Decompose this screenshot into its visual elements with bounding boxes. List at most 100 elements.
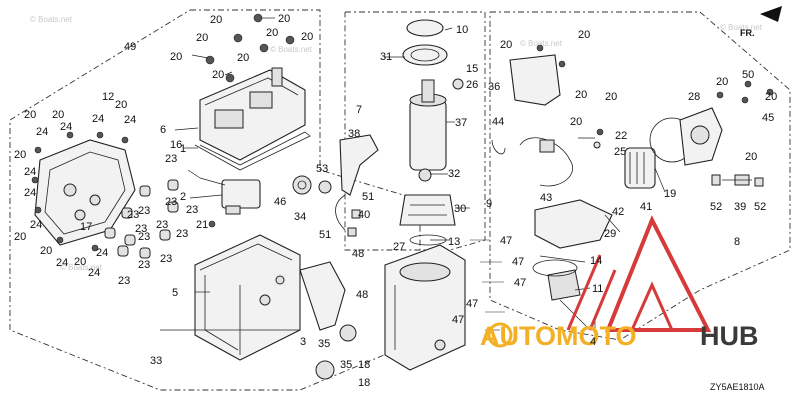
pump-housing xyxy=(384,244,466,371)
callout-label: 24 xyxy=(30,219,42,231)
callout-label: 24 xyxy=(88,267,100,279)
callout-label: 31 xyxy=(380,51,392,63)
callout-label: 20 xyxy=(40,245,52,257)
callout-label: 41 xyxy=(640,201,652,213)
callout-label: 8 xyxy=(734,236,740,248)
callout-label: 23 xyxy=(186,204,198,216)
callout-label: 20 xyxy=(301,31,313,43)
callout-label: 23 xyxy=(160,253,172,265)
callout-label: 52 xyxy=(754,201,766,213)
callout-label: 20 xyxy=(115,99,127,111)
callout-label: 30 xyxy=(454,203,466,215)
brand-logo xyxy=(566,215,712,332)
callout-label: 34 xyxy=(294,211,306,223)
callout-label: 40 xyxy=(358,209,370,221)
callout-label: 28 xyxy=(688,91,700,103)
callout-labels: 1 2 3 4 5 6 7 8 9 10 11 12 13 14 15 16 1… xyxy=(14,13,777,389)
callout-label: 4 xyxy=(590,336,596,348)
brand-name-part2: HUB xyxy=(700,321,759,351)
callout-label: 20 xyxy=(578,29,590,41)
cover-gasket xyxy=(194,131,311,171)
callout-label: 24 xyxy=(36,126,48,138)
callout-label: 48 xyxy=(356,289,368,301)
callout-label: 37 xyxy=(455,117,467,129)
callout-label: 23 xyxy=(118,275,130,287)
callout-label: 20 xyxy=(14,231,26,243)
fuel-pump-group xyxy=(399,19,464,246)
callout-label: 5 xyxy=(172,287,178,299)
callout-label: 20 xyxy=(605,91,617,103)
callout-label: 20 xyxy=(170,51,182,63)
float-chamber xyxy=(194,234,301,361)
callout-label: 35 xyxy=(318,338,330,350)
callout-label: 39 xyxy=(734,201,746,213)
callout-label: 20 xyxy=(212,69,224,81)
callout-label: 35 xyxy=(340,359,352,371)
callout-label: 18 xyxy=(358,359,370,371)
callout-label: 19 xyxy=(664,188,676,200)
callout-label: 25 xyxy=(614,146,626,158)
callout-label: 2 xyxy=(180,191,186,203)
callout-label: 24 xyxy=(56,257,68,269)
callout-label: 24 xyxy=(60,121,72,133)
front-label: FR. xyxy=(740,28,755,38)
callout-label: 23 xyxy=(127,209,139,221)
callout-label: 20 xyxy=(575,89,587,101)
watermark: © Boats.net xyxy=(270,45,313,54)
callout-label: 9 xyxy=(486,198,492,210)
callout-label: 20 xyxy=(500,39,512,51)
housing-bolts xyxy=(470,239,505,331)
callout-label: 50 xyxy=(742,69,754,81)
gears xyxy=(292,175,357,380)
callout-label: 20 xyxy=(196,32,208,44)
arrow-icon xyxy=(760,6,782,22)
callout-label: 29 xyxy=(604,228,616,240)
callout-label: 18 xyxy=(358,377,370,389)
diagram-code: ZY5AE1810A xyxy=(710,382,765,392)
callout-label: 20 xyxy=(278,13,290,25)
callout-label: 23 xyxy=(138,231,150,243)
callout-label: 47 xyxy=(466,298,478,310)
cover-plate-assembly xyxy=(31,131,136,252)
callout-label: 23 xyxy=(156,219,168,231)
callout-label: 36 xyxy=(488,81,500,93)
callout-label: 26 xyxy=(466,79,478,91)
callout-label: 20 xyxy=(210,14,222,26)
rubber-mount-grommets xyxy=(104,179,179,259)
callout-label: 20 xyxy=(74,256,86,268)
front-arrow: FR. xyxy=(740,6,782,38)
callout-label: 24 xyxy=(124,114,136,126)
callout-label: 11 xyxy=(592,283,603,295)
callout-label: 32 xyxy=(448,168,460,180)
callout-label: 16 xyxy=(170,139,182,151)
callout-label: 23 xyxy=(138,205,150,217)
callout-label: 20 xyxy=(570,116,582,128)
callout-label: 24 xyxy=(24,187,36,199)
callout-label: 15 xyxy=(466,63,478,75)
callout-label: 3 xyxy=(300,336,306,348)
callout-label: 1 xyxy=(180,143,186,155)
callout-label: 10 xyxy=(456,24,468,36)
callout-label: 24 xyxy=(92,113,104,125)
callout-label: 20 xyxy=(52,109,64,121)
separator-cover xyxy=(199,13,306,166)
callout-label: 45 xyxy=(762,112,774,124)
callout-label: 7 xyxy=(356,104,362,116)
callout-label: 43 xyxy=(540,192,552,204)
callout-label: 52 xyxy=(710,201,722,213)
callout-label: 51 xyxy=(362,191,374,203)
watermark: © Boats.net xyxy=(520,39,563,48)
callout-label: 38 xyxy=(348,128,360,140)
brand-wordmark: AUTOMOTO HUB xyxy=(480,321,759,351)
callout-label: 51 xyxy=(319,229,331,241)
regulator-group xyxy=(491,44,774,301)
callout-label: 42 xyxy=(612,206,624,218)
callout-label: 53 xyxy=(316,163,328,175)
fuel-level-sensor xyxy=(199,177,261,228)
logo-triangle-icon xyxy=(605,215,712,332)
callout-label: 49 xyxy=(124,41,136,53)
hose-assembly xyxy=(335,134,379,237)
callout-label: 47 xyxy=(452,314,464,326)
watermark-layer: © Boats.net © Boats.net © Boats.net © Bo… xyxy=(30,15,763,272)
